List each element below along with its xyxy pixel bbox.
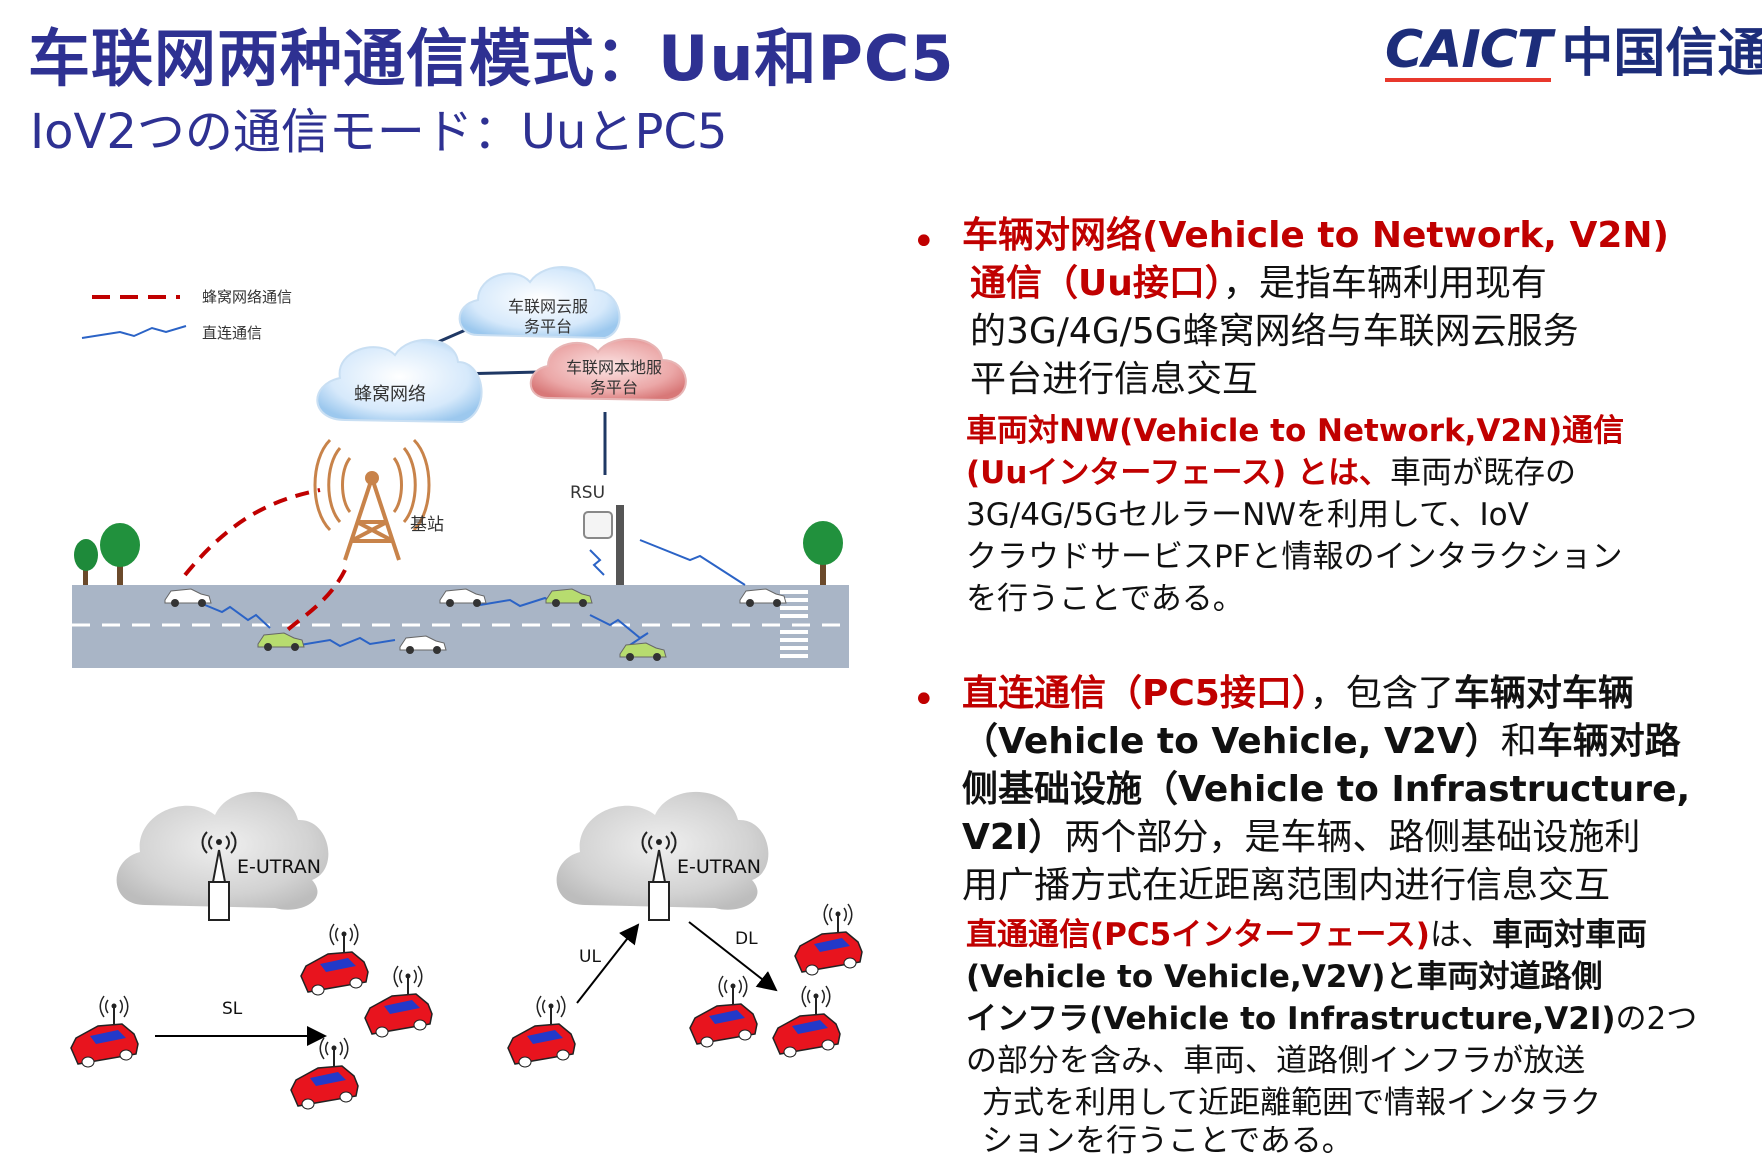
bullet2-cn-line4-bold: V2I）	[962, 817, 1065, 858]
bullet1-jp-line2-rest: 車両が既存の	[1389, 455, 1576, 491]
bullet2-jp-line1-rest: は、	[1429, 917, 1492, 953]
red-car-icons	[70, 903, 863, 1110]
cloud-cellular-label: 蜂窝网络	[354, 384, 426, 405]
cellular-link-2	[283, 569, 347, 634]
bullet2-cn-line2-bold: （Vehicle to Vehicle, V2V）	[962, 721, 1501, 762]
bullet2-jp-line3: インフラ(Vehicle to Infrastructure,V2I)の2つ	[966, 998, 1697, 1040]
bullet2-jp-line6: ションを行うことである。	[982, 1123, 1353, 1159]
page-title: 车联网两种通信模式：Uu和PC5	[28, 22, 955, 95]
bullet1-jp-line4: クラウドサービスPFと情報のインタラクション	[966, 539, 1623, 575]
bullet2-cn-line2-rest: 和	[1500, 721, 1537, 762]
bullet2-cn-line5: 用广播方式在近距离范围内进行信息交互	[962, 865, 1611, 906]
eutran-right-antenna-icon	[641, 831, 677, 921]
bullet2-jp-line1-red: 直通通信(PC5インターフェース)	[966, 917, 1430, 953]
dl-arrow	[688, 921, 778, 992]
bullet1-jp-line1: 車両対NW(Vehicle to Network,V2N)通信	[966, 413, 1625, 449]
bullet2-cn-line1-red: 直连通信（PC5接口）	[962, 673, 1310, 714]
bullet-dot-icon: •	[912, 677, 936, 723]
bullet2-jp-line2: (Vehicle to Vehicle,V2V)と車両対道路側	[966, 959, 1603, 995]
communication-diagrams: 蜂窝网络通信 直连通信 车联网云服 务平台 车联网本地服 务平台 蜂窝网络 基站…	[70, 266, 863, 1110]
bullet-dot-icon: •	[912, 219, 936, 265]
cloud-local-label-1: 车联网本地服	[566, 358, 662, 377]
tree-icon	[74, 521, 843, 585]
bullet2-jp-line3-rest: の2つ	[1615, 1001, 1698, 1037]
legend-direct-label: 直连通信	[202, 324, 262, 342]
bullet1-jp-line5: を行うことである。	[966, 581, 1244, 617]
bullet1-jp-line2-red: (Uuインターフェース) とは、	[966, 455, 1390, 491]
rsu-label: RSU	[570, 483, 605, 503]
bullet2-cn-line2: （Vehicle to Vehicle, V2V）和车辆对路	[962, 718, 1681, 766]
bullet1-cn-line2-rest: ，是指车辆利用现有	[1222, 263, 1547, 304]
bullet2-cn-line4: V2I）两个部分，是车辆、路侧基础设施利	[962, 814, 1640, 862]
legend-cellular-label: 蜂窝网络通信	[202, 288, 292, 306]
cloud-local-platform: 车联网本地服 务平台	[529, 337, 687, 402]
caict-logo: CAICT 中国信通院	[1385, 22, 1762, 82]
ul-label: UL	[579, 947, 601, 967]
cellular-link-1	[183, 488, 321, 577]
bullet2-cn-line1-rest: ，包含了	[1309, 673, 1454, 714]
eutran-right-label: E-UTRAN	[677, 856, 761, 878]
bullet1-cn-line1: 车辆对网络(Vehicle to Network, V2N)	[962, 215, 1669, 256]
rsu-pole	[616, 505, 624, 585]
bullet2-cn-line4-rest: 两个部分，是车辆、路侧基础设施利	[1064, 817, 1641, 858]
bullet2-jp-line3-bold: インフラ(Vehicle to Infrastructure,V2I)	[966, 1001, 1616, 1037]
bullet1-cn-line2-red: 通信（Uu接口）	[970, 263, 1223, 304]
bullet2-cn-line1-bold: 车辆对车辆	[1453, 673, 1634, 714]
bullet1-cn-line4: 平台进行信息交互	[970, 359, 1259, 400]
bullet2-jp-line1-bold: 車両対車両	[1491, 917, 1647, 953]
base-station-label: 基站	[410, 515, 444, 535]
legend: 蜂窝网络通信 直连通信	[81, 288, 292, 342]
eutran-left-label: E-UTRAN	[237, 856, 321, 878]
bullet1-cn-line2: 通信（Uu接口），是指车辆利用现有	[970, 260, 1547, 308]
cloud-cellular-network: 蜂窝网络	[316, 339, 483, 424]
road-car-icons	[164, 588, 787, 661]
bullet2-cn-line1: 直连通信（PC5接口），包含了车辆对车辆	[962, 670, 1634, 718]
bullet2-jp-line4: の部分を含み、車両、道路側インフラが放送	[966, 1043, 1586, 1079]
cloud-local-label-2: 务平台	[590, 378, 638, 397]
base-station-tower-icon	[313, 438, 431, 561]
sl-label: SL	[222, 999, 243, 1019]
cloud-service-platform: 车联网云服 务平台	[458, 266, 621, 340]
page-subtitle: IoV2つの通信モード：UuとPC5	[30, 104, 728, 160]
bullet1-jp-line2: (Uuインターフェース) とは、車両が既存の	[966, 452, 1576, 494]
crosswalk	[780, 590, 808, 658]
bullet1-jp-line3: 3G/4G/5GセルラーNWを利用して、IoV	[966, 497, 1529, 533]
dl-label: DL	[735, 929, 758, 949]
bullet2-jp-line5: 方式を利用して近距離範囲で情報インタラク	[982, 1085, 1602, 1121]
ul-arrow	[576, 923, 640, 1004]
cloud-eutran-right	[556, 791, 769, 910]
rsu-unit-icon	[583, 511, 613, 539]
bullet2-cn-line2-bold2: 车辆对路	[1536, 721, 1681, 762]
cloud-service-label-2: 务平台	[524, 317, 572, 336]
logo-text-cn: 中国信通院	[1561, 24, 1762, 84]
direct-links	[204, 539, 746, 648]
eutran-left-antenna-icon	[201, 831, 237, 921]
cloud-service-label-1: 车联网云服	[508, 297, 588, 316]
bullet1-cn-line3: 的3G/4G/5G蜂窝网络与车联网云服务	[970, 311, 1579, 352]
legend-direct-swatch	[81, 325, 187, 339]
logo-text-en: CAICT	[1385, 20, 1552, 82]
bullet2-jp-line1: 直通通信(PC5インターフェース)は、車両対車両	[966, 914, 1647, 956]
cloud-eutran-left	[116, 791, 329, 910]
bullet2-cn-line3: 侧基础设施（Vehicle to Infrastructure,	[962, 769, 1691, 810]
